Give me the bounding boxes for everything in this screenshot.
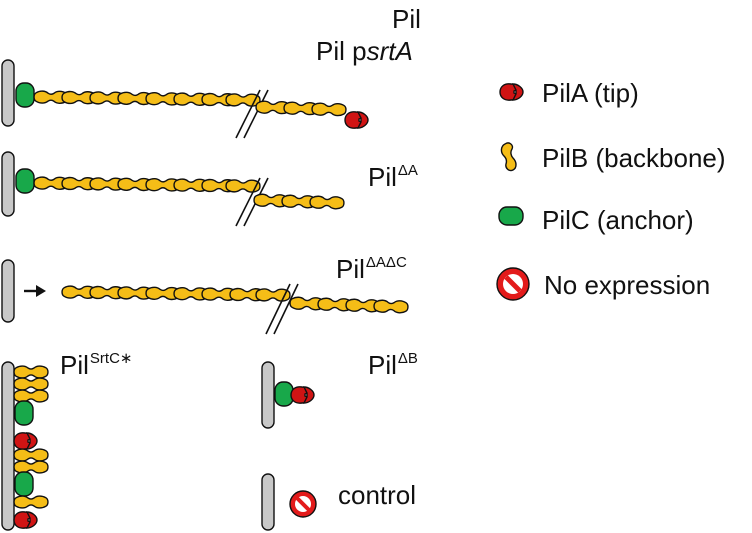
row-control (261, 473, 317, 531)
pilc-anchor (15, 168, 35, 194)
row-pil-delta-a-delta-c (1, 259, 409, 335)
legend-label-pilc: PilC (anchor) (542, 205, 694, 235)
legend-label-no-expression: No expression (544, 270, 711, 300)
label-base: Pil (368, 350, 397, 380)
label-superscript: SrtC∗ (89, 350, 133, 367)
pila-tip (13, 432, 38, 450)
arrow-right-icon (24, 285, 46, 297)
pilb-chain-left (33, 90, 261, 107)
pilb-chain-left (33, 176, 261, 193)
legend-label-pilb: PilB (backbone) (542, 143, 726, 173)
label-superscript: ΔB (397, 350, 418, 367)
label-base: Pil (368, 162, 397, 192)
label-pil-srtc: PilSrtC∗ (60, 350, 133, 380)
cell-membrane (1, 59, 15, 127)
pilb-subunit (13, 495, 49, 509)
legend (496, 83, 530, 301)
no-expression-icon (496, 267, 530, 301)
pilb-subunit (13, 377, 49, 391)
cell-membrane (261, 473, 275, 531)
row-pil-srtc (1, 361, 49, 531)
cell-membrane (1, 151, 15, 217)
cell-membrane (261, 361, 275, 429)
label-pil: Pil (392, 4, 421, 34)
label-pil-delta-a-delta-c: PilΔAΔC (336, 254, 407, 284)
pilb-backbone-icon (500, 142, 517, 172)
pilb-subunit (13, 448, 49, 462)
label-pil-delta-a: PilΔA (368, 162, 418, 192)
label-base: Pil (60, 350, 89, 380)
pilb-subunit (13, 460, 49, 474)
no-expression-icon (289, 490, 317, 518)
label-pil-psrta-prefix: Pil p (316, 36, 367, 66)
legend-label-pila: PilA (tip) (542, 78, 639, 108)
pila-tip (344, 111, 369, 129)
pilb-subunit (13, 365, 49, 379)
pila-tip-icon (499, 83, 524, 101)
row-pil-delta-b (261, 361, 315, 429)
pilc-anchor (274, 381, 294, 407)
label-superscript: ΔA (397, 162, 418, 179)
pilc-anchor-icon (498, 206, 524, 226)
label-pil-delta-b: PilΔB (368, 350, 418, 380)
pilc-anchor (14, 400, 34, 426)
pilb-chain-left (61, 285, 291, 302)
pila-tip (290, 386, 315, 404)
pilb-chain-right (255, 100, 347, 117)
pila-tip (13, 511, 38, 529)
cell-membrane (1, 361, 15, 531)
row-pil-full (1, 59, 369, 139)
cell-membrane (1, 259, 15, 323)
pilb-chain-right (253, 193, 345, 210)
pilb-chain-right (289, 296, 409, 314)
label-pil-psrta-gene: srtA (366, 36, 413, 66)
label-control: control (338, 480, 417, 510)
pilc-anchor (15, 82, 35, 108)
label-pil-psrta: Pil psrtA (316, 38, 413, 64)
chain-break (265, 283, 299, 335)
label-superscript: ΔAΔC (365, 254, 407, 271)
label-base: Pil (336, 254, 365, 284)
chain-break (235, 89, 269, 139)
row-pil-delta-a (1, 151, 345, 227)
pilb-subunit (13, 389, 49, 403)
pilc-anchor (14, 471, 34, 497)
